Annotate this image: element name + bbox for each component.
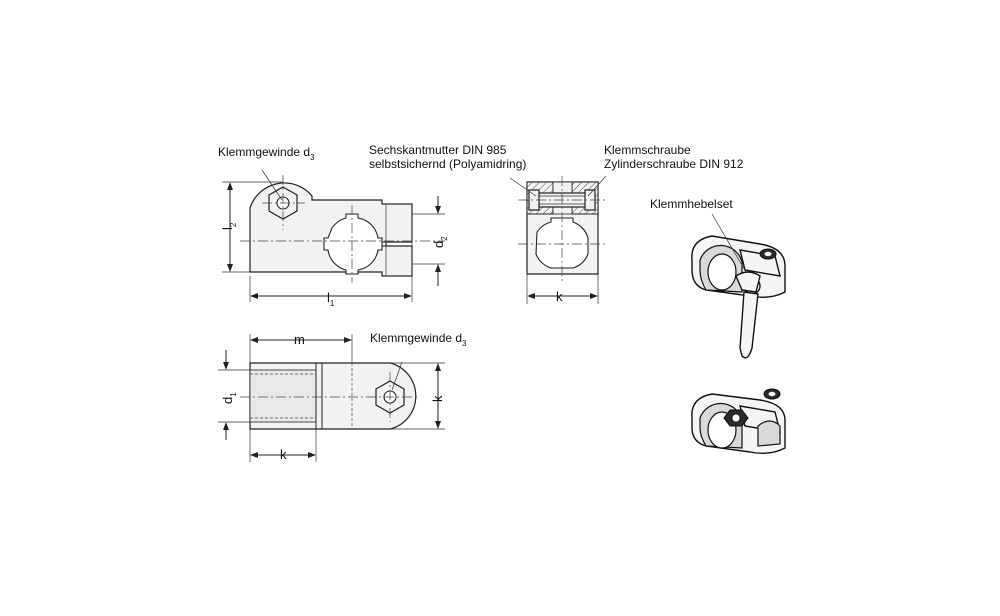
dim-l2 [222, 181, 283, 273]
dim-text-l1: l1 [327, 290, 335, 308]
dim-k-bottom [249, 429, 317, 462]
dim-text-l2: l2 [220, 222, 238, 230]
top-view [240, 361, 420, 430]
dim-text-k-right: k [430, 395, 445, 402]
label-klemmschraube-1: Klemmschraube [604, 143, 691, 157]
label-klemmhebelset: Klemmhebelset [650, 197, 733, 211]
dim-text-m: m [294, 332, 305, 347]
dim-d2 [412, 196, 445, 286]
label-sechskantmutter-2: selbstsichernd (Polyamidring) [369, 157, 526, 171]
front-view [240, 169, 445, 283]
dim-text-k-bottom: k [280, 447, 287, 462]
dim-k-section [526, 274, 599, 304]
dim-m [249, 334, 353, 363]
dim-l1 [249, 276, 413, 302]
section-view [509, 175, 608, 282]
iso-clamp-plain [691, 388, 786, 455]
iso-clamp-with-lever [691, 213, 786, 359]
label-klemmgewinde-bottom: Klemmgewinde d3 [370, 331, 467, 348]
label-klemmgewinde-top: Klemmgewinde d3 [218, 145, 315, 162]
label-klemmschraube-2: Zylinderschraube DIN 912 [604, 157, 744, 171]
dim-d1 [218, 350, 250, 440]
dim-k-right [390, 362, 445, 430]
front-view-bore [323, 213, 383, 275]
label-sechskantmutter-1: Sechskantmutter DIN 985 [369, 143, 507, 157]
dim-text-k-section: k [556, 289, 563, 304]
dim-text-d1: d1 [220, 392, 238, 404]
dim-text-d2: d2 [431, 236, 449, 248]
